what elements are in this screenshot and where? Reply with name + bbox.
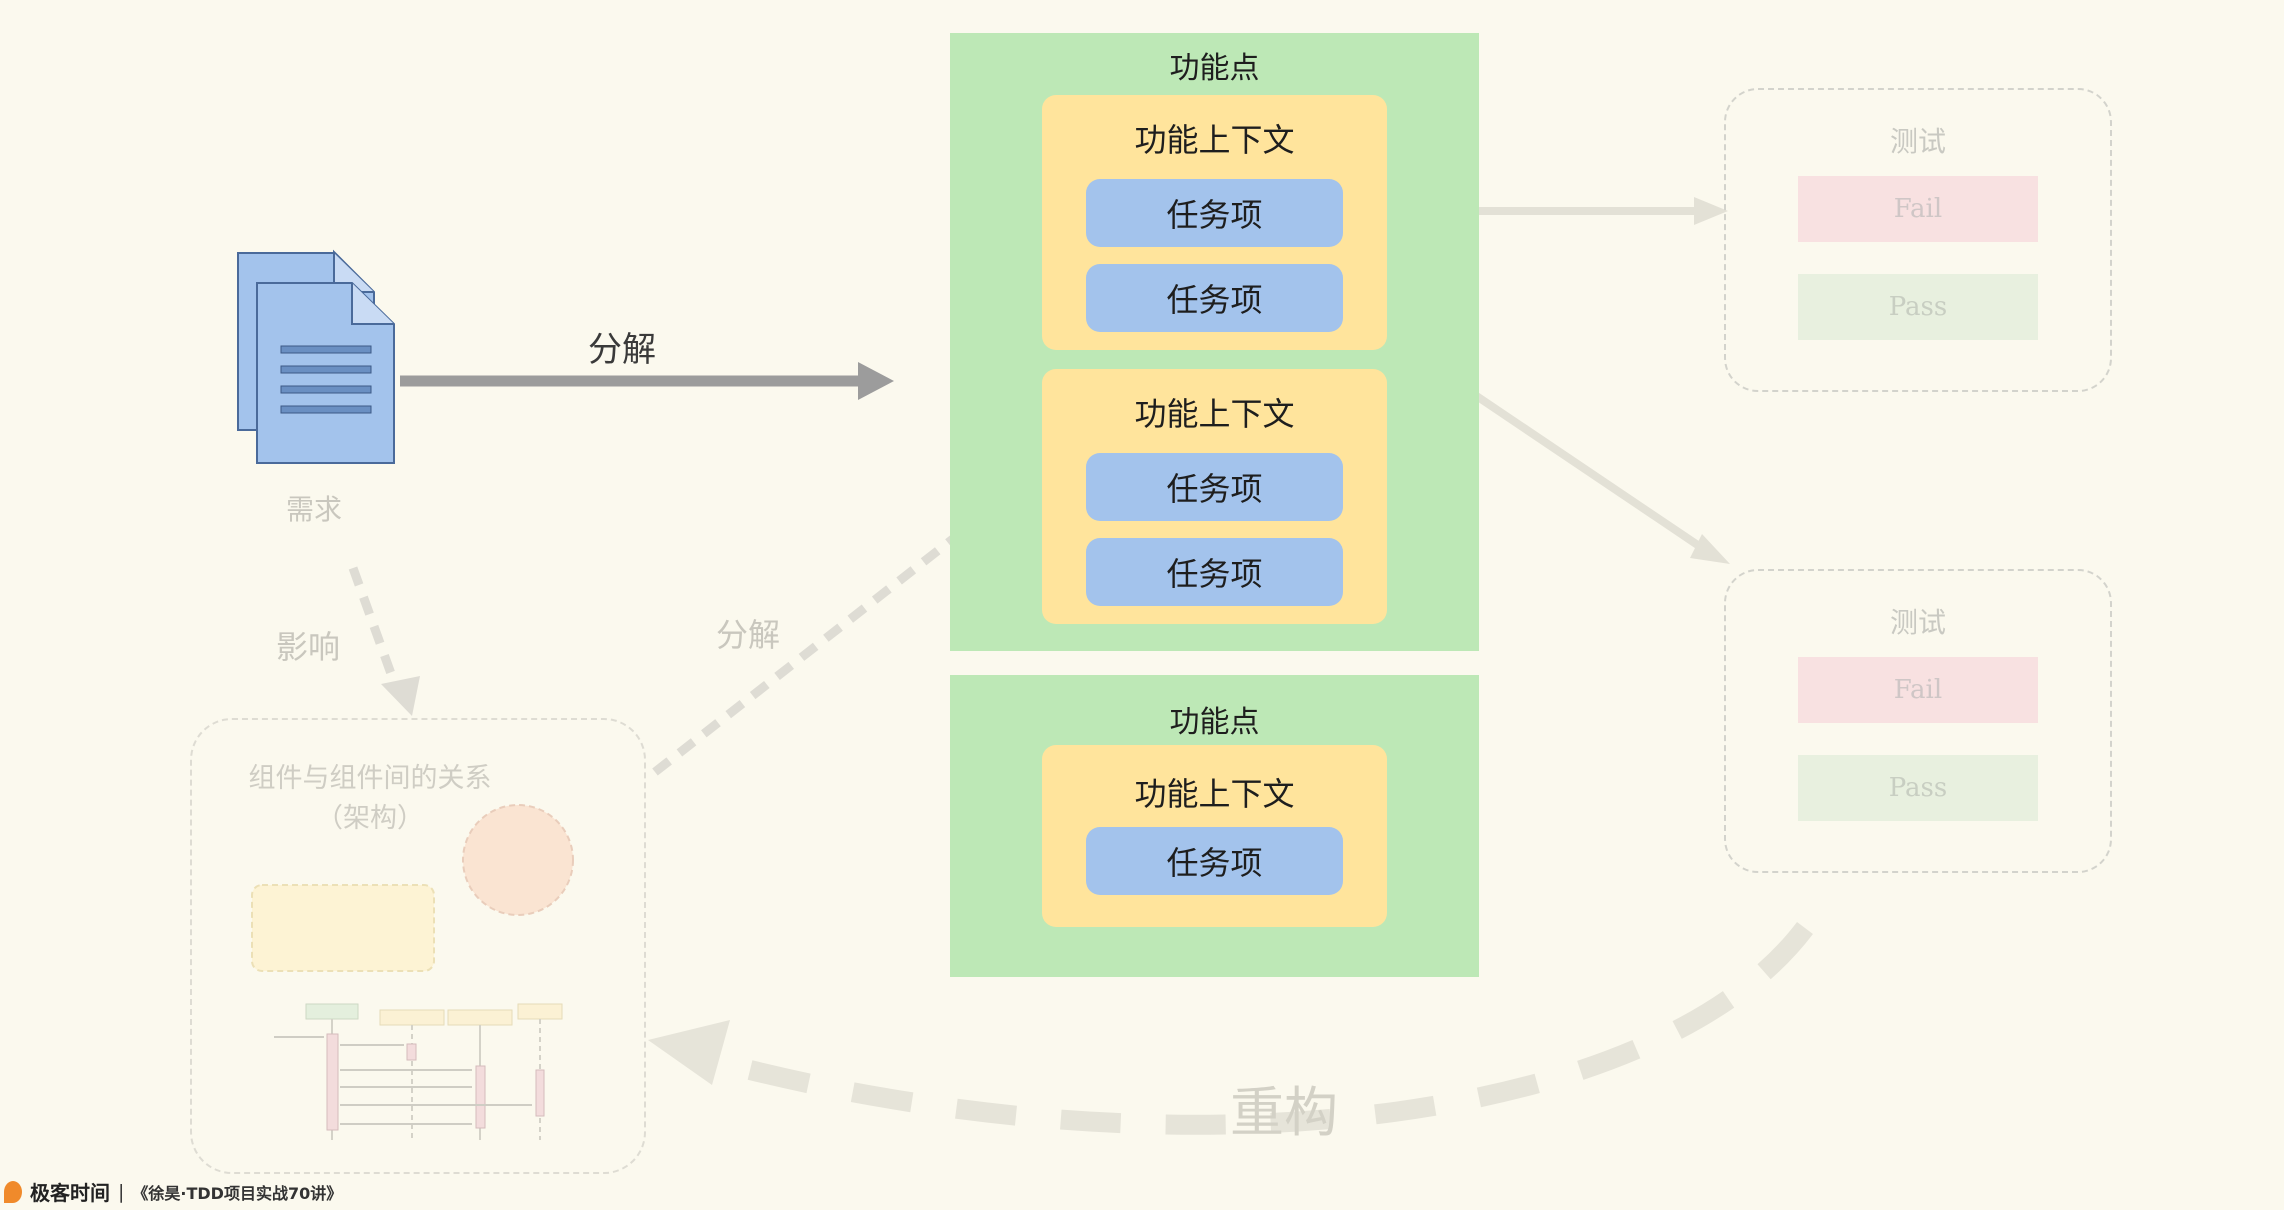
context-box: 功能上下文 任务项 (1042, 745, 1387, 927)
component-rect (251, 884, 435, 972)
course-title: 《徐昊·TDD项目实战70讲》 (132, 1183, 343, 1203)
test-title: 测试 (1889, 125, 1946, 158)
architecture-illustration (251, 804, 574, 1140)
test-box: 测试 Fail Pass (1724, 569, 2112, 873)
pass-badge: Pass (1798, 755, 2038, 821)
refactor-arrow (648, 921, 1813, 1135)
decompose-arrow (400, 362, 894, 400)
architecture-title: 组件与组件间的关系 (248, 763, 492, 794)
context-title: 功能上下文 (1134, 395, 1295, 433)
task-item: 任务项 (1086, 453, 1343, 521)
refactor-label: 重构 (1230, 1081, 1338, 1144)
fail-badge: Fail (1798, 176, 2038, 242)
footer-separator: | (118, 1180, 125, 1203)
architecture-subtitle: （架构） (316, 803, 424, 834)
influence-label: 影响 (276, 628, 341, 666)
architecture-box (190, 718, 646, 1174)
influence-arrow (348, 566, 420, 716)
footer: 极客时间 | 《徐昊·TDD项目实战70讲》 (4, 1177, 342, 1206)
feature-title: 功能点 (1169, 51, 1260, 86)
decompose-label: 分解 (588, 330, 656, 370)
requirement-label: 需求 (286, 493, 343, 526)
brand-logo-icon (4, 1180, 22, 1203)
context-box: 功能上下文 任务项 任务项 (1042, 95, 1387, 350)
document-stack-icon (237, 249, 395, 464)
task-item: 任务项 (1086, 264, 1343, 332)
test-box: 测试 Fail Pass (1724, 88, 2112, 392)
feature-title: 功能点 (1169, 705, 1260, 740)
task-item: 任务项 (1086, 538, 1343, 606)
brand-name: 极客时间 (30, 1181, 110, 1205)
component-circle (462, 804, 574, 916)
test-title: 测试 (1889, 606, 1946, 639)
task-item: 任务项 (1086, 827, 1343, 895)
fail-badge: Fail (1798, 657, 2038, 723)
context-title: 功能上下文 (1134, 775, 1295, 813)
task-item: 任务项 (1086, 179, 1343, 247)
feature-box: 功能点 功能上下文 任务项 (950, 675, 1479, 977)
context-title: 功能上下文 (1134, 121, 1295, 159)
faded-decompose-label: 分解 (716, 616, 781, 654)
feature-box: 功能点 功能上下文 任务项 任务项 功能上下文 任务项 任务项 (950, 33, 1479, 651)
pass-badge: Pass (1798, 274, 2038, 340)
context-box: 功能上下文 任务项 任务项 (1042, 369, 1387, 624)
